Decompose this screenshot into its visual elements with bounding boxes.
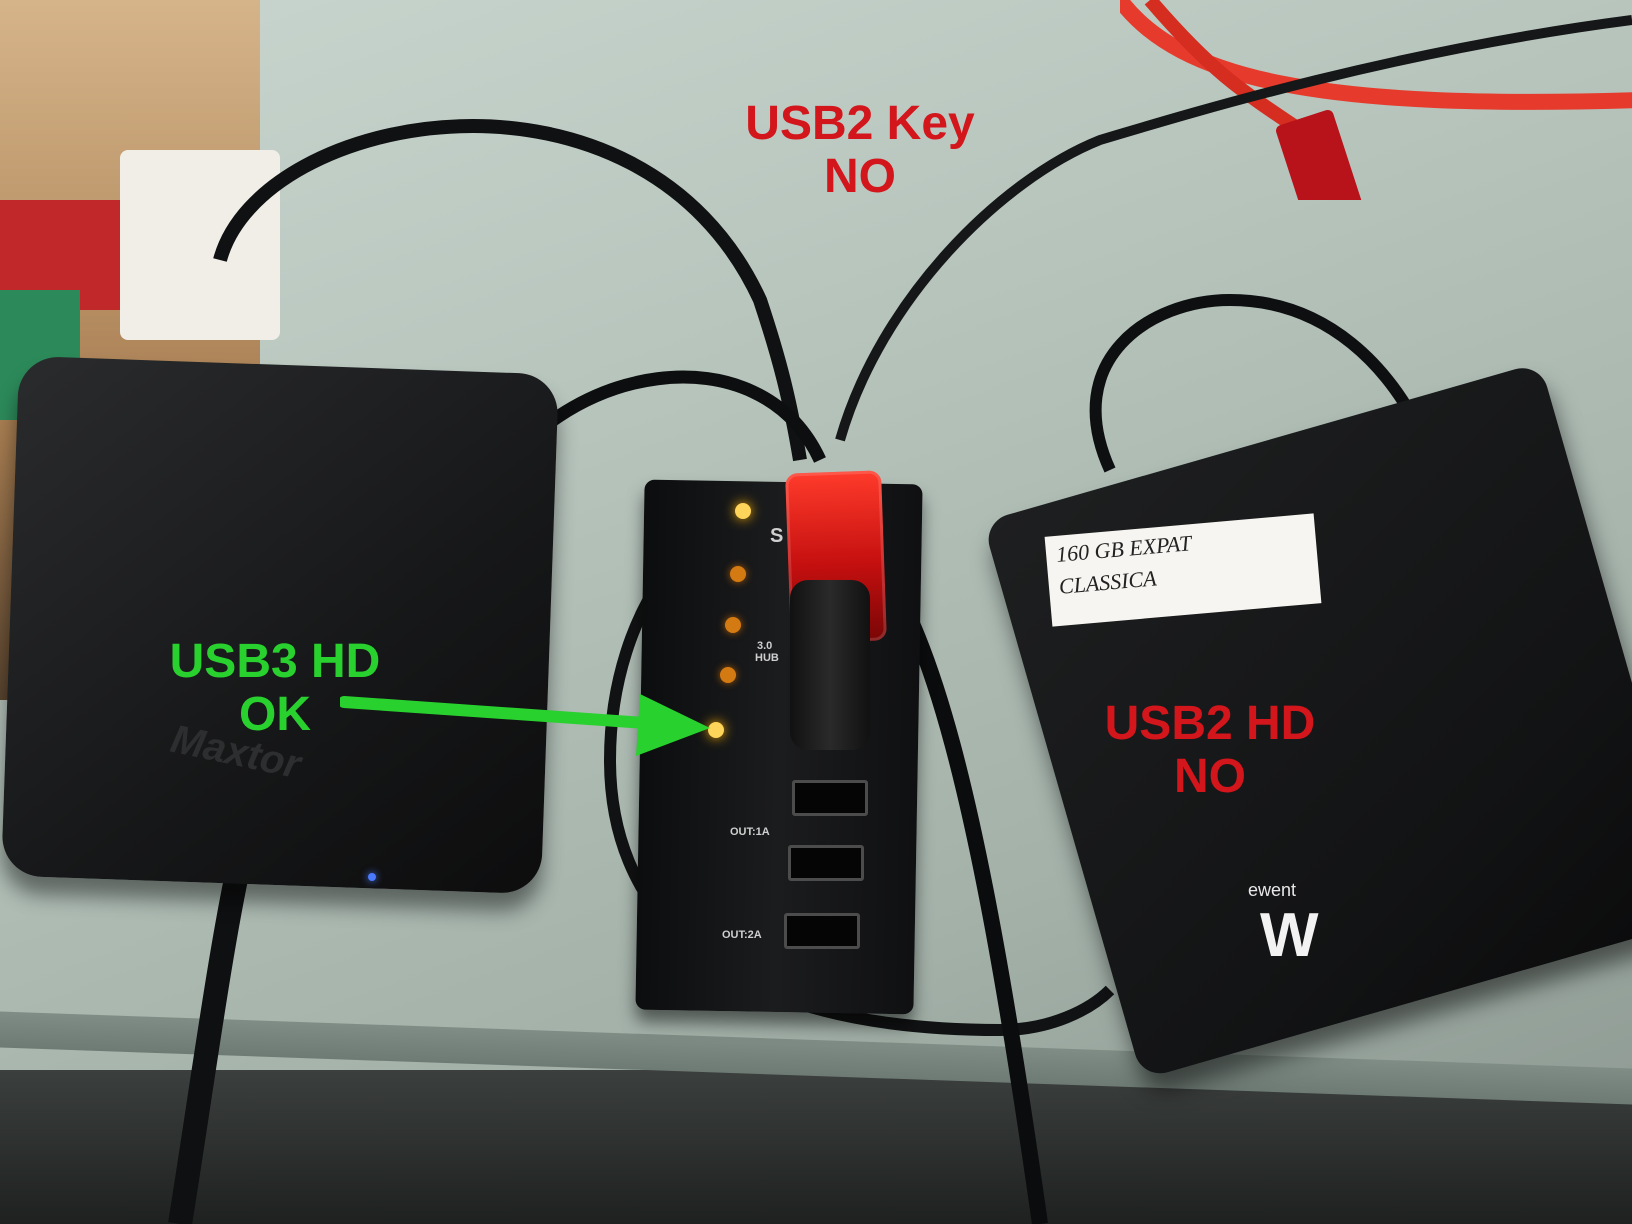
hub-out-1a-label: OUT:1A [730, 826, 770, 838]
annotation-usb2-key-line1: USB2 Key [745, 97, 975, 150]
background-white-box [120, 150, 280, 340]
hub-led-4 [720, 667, 736, 683]
hub-led-3 [725, 617, 741, 633]
annotation-usb2-hd-line1: USB2 HD [1104, 697, 1316, 750]
annotation-usb2-key: USB2 Key NO [720, 97, 1000, 204]
hub-usb-port-2 [788, 845, 864, 881]
annotation-usb2-key-line2: NO [824, 149, 896, 203]
hub-led-2 [730, 566, 746, 582]
maxtor-external-drive [1, 355, 559, 895]
hub-label-version: 3.0 [757, 640, 773, 652]
annotation-usb3-hd: USB3 HD OK [140, 635, 410, 742]
ewent-w-logo: W [1260, 901, 1319, 970]
annotation-usb3-hd-line1: USB3 HD [169, 635, 381, 688]
floor [0, 1070, 1632, 1224]
maxtor-activity-led [368, 873, 376, 881]
black-usb-plug [790, 580, 870, 750]
hub-led-1 [735, 503, 751, 519]
hub-led-5 [708, 722, 724, 738]
hub-out-2a-label: OUT:2A [722, 929, 762, 941]
hub-usb-port-3 [784, 913, 860, 949]
hub-top-letter: S [770, 525, 784, 547]
green-arrow-icon [340, 694, 710, 756]
hub-usb-port-1 [792, 780, 868, 816]
hub-label-hub: HUB [755, 652, 779, 664]
ewent-brand-text: ewent [1248, 880, 1297, 900]
annotation-usb2-hd-line2: NO [1174, 749, 1246, 803]
annotation-usb3-hd-line2: OK [239, 687, 311, 741]
annotation-usb2-hd: USB2 HD NO [1040, 697, 1380, 804]
